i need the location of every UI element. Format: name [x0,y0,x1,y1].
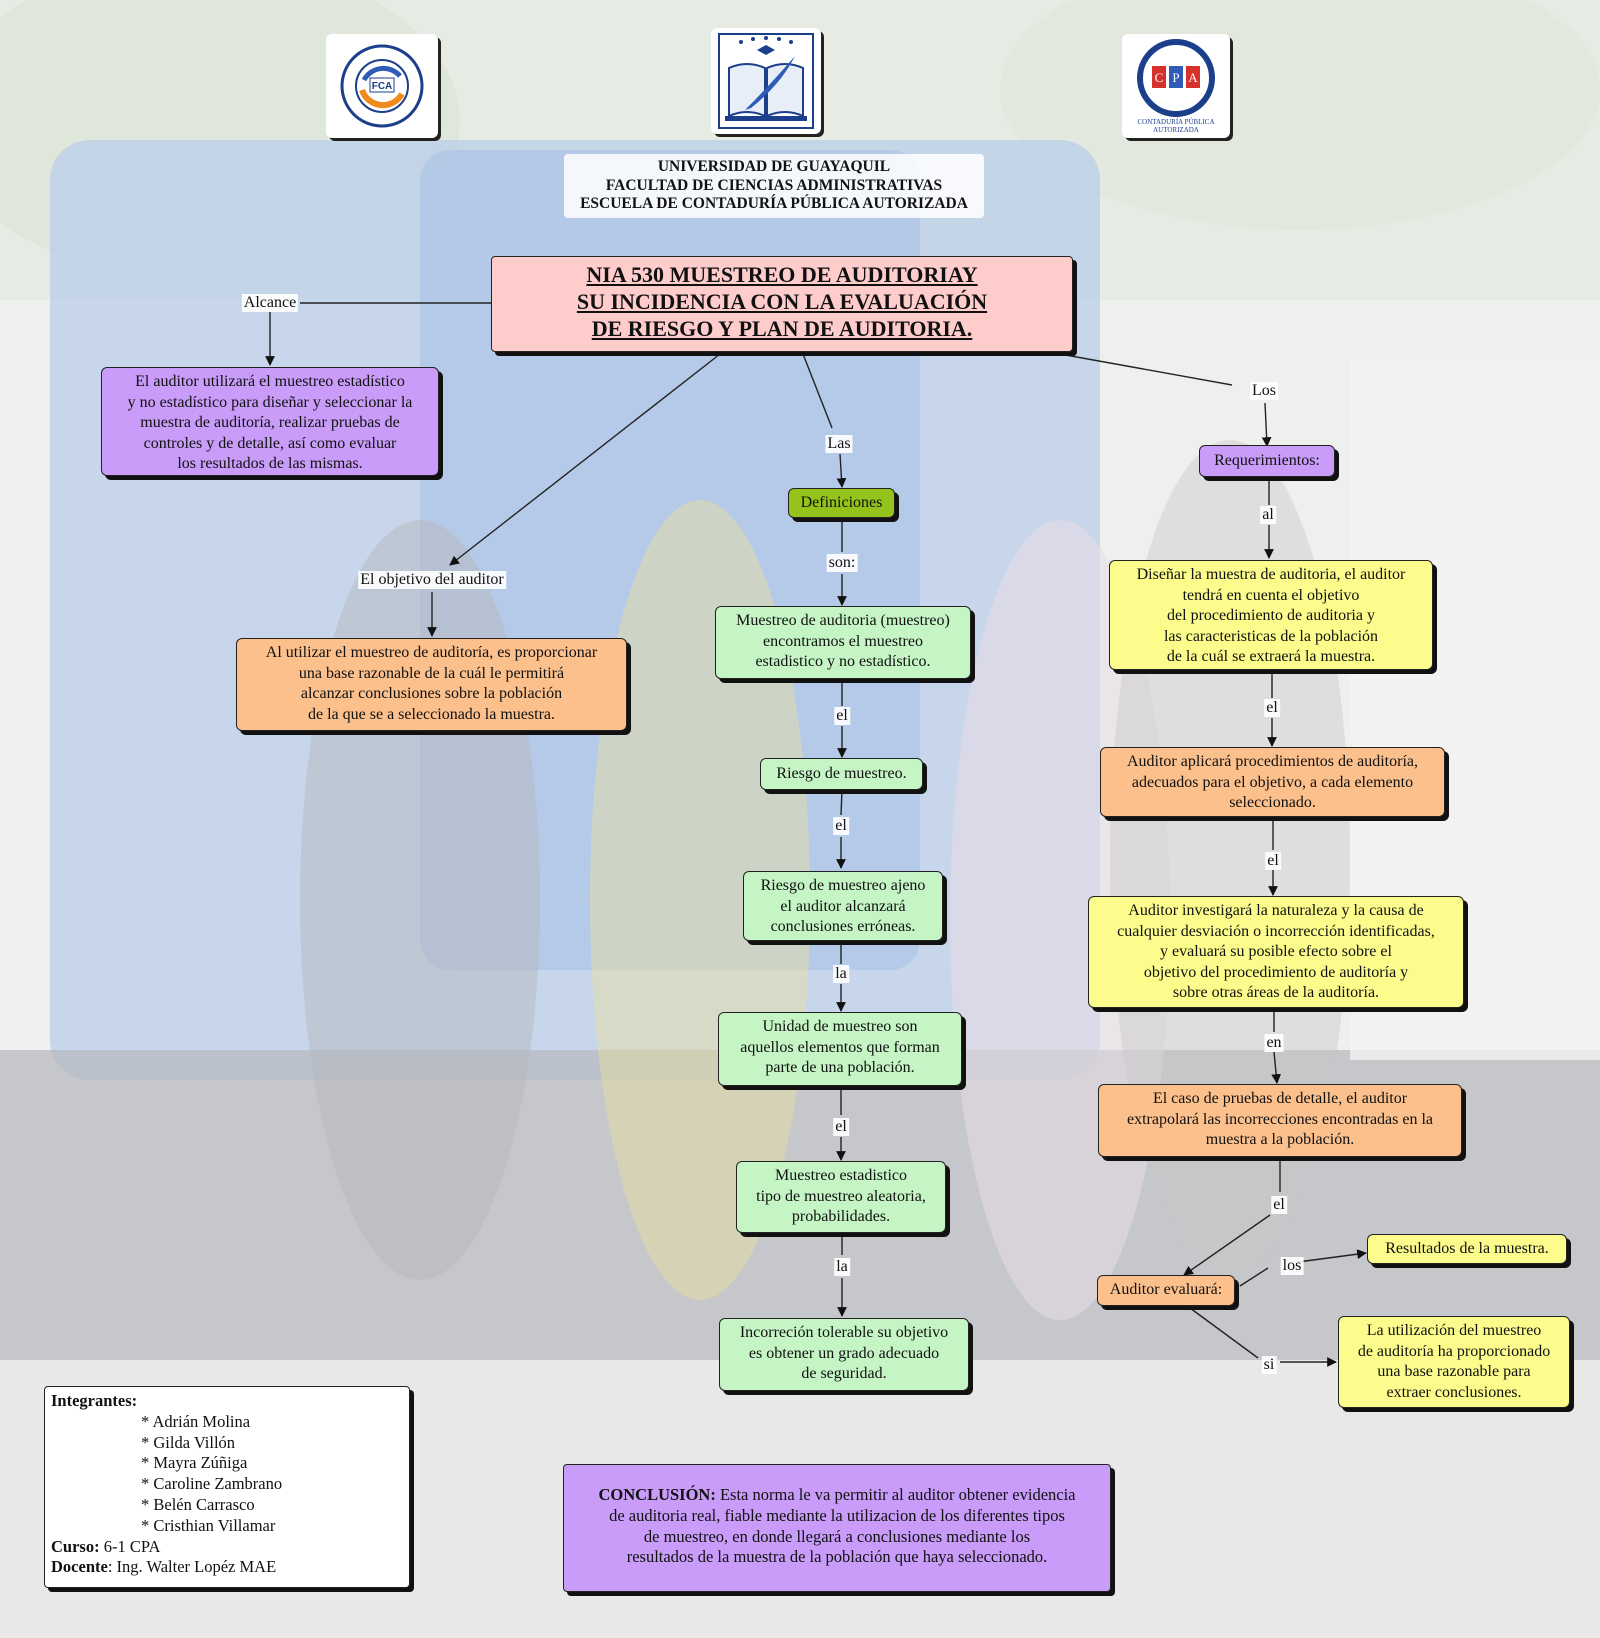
label-la-1: la [833,965,849,983]
member-name: * Adrián Molina [141,1411,251,1431]
conclusion-text: Esta norma le va permitir al auditor obt… [609,1485,1076,1567]
objetivo-node: Al utilizar el muestreo de auditoría, es… [236,638,627,731]
logo-caption-2: AUTORIZADA [1153,126,1199,134]
alcance-node: El auditor utilizará el muestreo estadís… [101,367,439,476]
label-el-6: el [1271,1196,1287,1214]
definition-muestreo-node: Muestreo de auditoria (muestreo) encontr… [715,606,971,679]
label-el-1: el [834,707,850,725]
member-name: * Gilda Villón [141,1432,236,1452]
requerimientos-node: Requerimientos: [1199,445,1335,477]
evaluara-node: Auditor evaluará: [1097,1275,1235,1306]
member-name: * Caroline Zambrano [141,1474,283,1494]
definition-riesgo-node: Riesgo de muestreo. [760,758,923,790]
docente-value: : Ing. Walter Lopéz MAE [107,1557,277,1577]
label-son: son: [826,554,858,572]
main-title: NIA 530 MUESTREO DE AUDITORIAY SU INCIDE… [491,256,1073,352]
definition-unidad-node: Unidad de muestreo son aquellos elemento… [718,1012,962,1086]
label-alcance: Alcance [241,294,299,312]
requirement-aplicar-node: Auditor aplicará procedimientos de audit… [1100,747,1445,817]
label-el-3: el [833,1118,849,1136]
docente-label: Docente [51,1557,108,1577]
conclusion-label: CONCLUSIÓN: [598,1485,716,1504]
member-name: * Mayra Zúñiga [141,1453,248,1473]
cpa-logo: C P A CONTADURÍA PÚBLICA AUTORIZADA [1122,34,1230,138]
members-box: Integrantes: * Adrián Molina * Gilda Vil… [44,1386,410,1588]
definition-incorrecion-node: Incorreción tolerable su objetivo es obt… [719,1318,969,1391]
logo-letter-a: A [1188,70,1198,85]
logo-letter-p: P [1172,70,1179,85]
logo-fca-text: FCA [372,81,393,92]
resultados-node: Resultados de la muestra. [1367,1234,1567,1264]
institution-header: UNIVERSIDAD DE GUAYAQUIL FACULTAD DE CIE… [564,154,984,218]
faculty-book-logo [711,28,821,134]
definition-estadistico-node: Muestreo estadistico tipo de muestreo al… [736,1161,946,1233]
definiciones-node: Definiciones [788,488,895,518]
label-el-5: el [1265,852,1281,870]
label-el-2: el [833,817,849,835]
label-al: al [1260,506,1276,524]
label-los-2: los [1280,1257,1304,1275]
curso-label: Curso: [51,1536,100,1556]
definition-riesgo-ajeno-node: Riesgo de muestreo ajeno el auditor alca… [743,871,943,941]
label-objetivo: El objetivo del auditor [358,571,506,589]
header-line-2: FACULTAD DE CIENCIAS ADMINISTRATIVAS [605,176,943,194]
member-name: * Belén Carrasco [141,1494,255,1514]
label-el-4: el [1264,699,1280,717]
requirement-disenar-node: Diseñar la muestra de auditoria, el audi… [1109,560,1433,670]
requirement-investigar-node: Auditor investigará la naturaleza y la c… [1088,896,1464,1008]
header-line-1: UNIVERSIDAD DE GUAYAQUIL [657,158,891,175]
curso-value: 6-1 CPA [99,1536,161,1556]
header-line-3: ESCUELA DE CONTADURÍA PÚBLICA AUTORIZADA [580,195,968,212]
utilizacion-node: La utilización del muestreo de auditoría… [1338,1316,1570,1408]
conclusion-box: CONCLUSIÓN: Esta norma le va permitir al… [563,1464,1111,1592]
label-en: en [1264,1034,1284,1052]
logo-caption-1: CONTADURÍA PÚBLICA [1137,118,1214,126]
logo-letter-c: C [1155,70,1164,85]
label-la-2: la [834,1258,850,1276]
title-line-3: DE RIESGO Y PLAN DE AUDITORIA. [591,316,973,341]
label-las: Las [825,435,853,453]
university-logo: FCA [326,34,438,138]
title-line-1: NIA 530 MUESTREO DE AUDITORIAY [586,262,978,287]
label-si: si [1261,1356,1277,1374]
member-name: * Cristhian Villamar [141,1515,276,1535]
label-los: Los [1250,382,1278,400]
title-line-2: SU INCIDENCIA CON LA EVALUACIÓN [576,289,988,314]
requirement-extrapolar-node: El caso de pruebas de detalle, el audito… [1098,1084,1462,1157]
members-heading: Integrantes: [51,1391,138,1410]
